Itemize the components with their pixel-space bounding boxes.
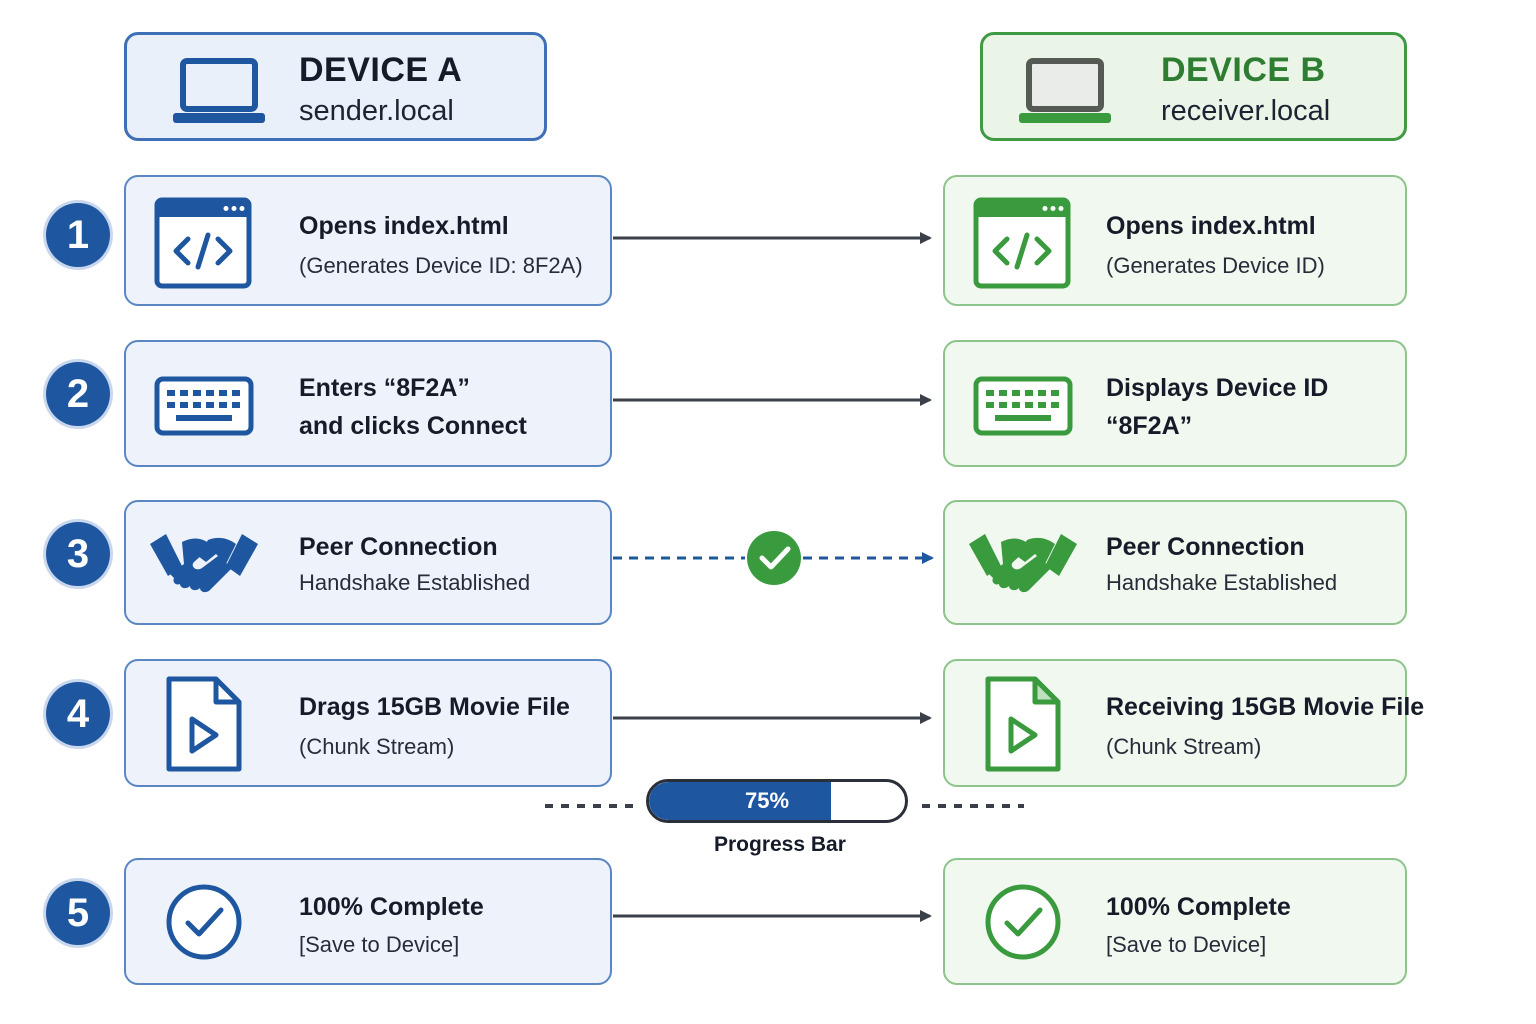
progress-bar-fill <box>649 782 831 820</box>
step-2-receiver-card: Displays Device ID “8F2A” <box>943 340 1407 467</box>
step-5-receiver-detail: [Save to Device] <box>1106 932 1267 957</box>
step-3-receiver-card: Peer Connection Handshake Established <box>943 500 1407 625</box>
video-file-icon <box>166 676 242 772</box>
step-3-receiver-title: Peer Connection <box>1106 533 1305 561</box>
device-b-title: DEVICE B <box>1161 51 1326 89</box>
step-number-3: 3 <box>46 522 110 586</box>
progress-value: 75% <box>744 788 790 813</box>
laptop-icon <box>1019 58 1111 123</box>
step-3-sender-title: Peer Connection <box>299 533 498 561</box>
progress-bar-label: Progress Bar <box>714 833 846 856</box>
step-5-sender-detail: [Save to Device] <box>299 932 460 957</box>
step-5-receiver-card: 100% Complete [Save to Device] <box>943 858 1407 985</box>
handshake-icon <box>969 534 1077 593</box>
device-a-host: sender.local <box>299 95 454 127</box>
step-number-1: 1 <box>46 203 110 267</box>
step-2-sender-line-2: and clicks Connect <box>299 412 527 440</box>
handshake-check-icon <box>747 531 801 585</box>
check-circle-icon <box>985 884 1061 960</box>
step-1-sender-detail: (Generates Device ID: 8F2A) <box>299 253 583 278</box>
step-1-sender-title: Opens index.html <box>299 212 509 240</box>
step-4-sender-card: Drags 15GB Movie File (Chunk Stream) <box>124 659 612 787</box>
step-4-receiver-detail: (Chunk Stream) <box>1106 734 1262 759</box>
device-a-header: DEVICE A sender.local <box>124 32 547 141</box>
device-b-host: receiver.local <box>1161 95 1331 127</box>
step-1-receiver-detail: (Generates Device ID) <box>1106 253 1325 278</box>
step-5-receiver-title: 100% Complete <box>1106 893 1291 921</box>
step-4-receiver-title: Receiving 15GB Movie File <box>1106 693 1425 721</box>
step-number-2: 2 <box>46 362 110 426</box>
step-number-4: 4 <box>46 682 110 746</box>
step-2-sender-line-1: Enters “8F2A” <box>299 374 470 402</box>
device-b-header: DEVICE B receiver.local <box>980 32 1407 141</box>
step-1-receiver-card: Opens index.html (Generates Device ID) <box>943 175 1407 306</box>
step-4-sender-detail: (Chunk Stream) <box>299 734 455 759</box>
video-file-icon <box>985 676 1061 772</box>
step-1-receiver-title: Opens index.html <box>1106 212 1316 240</box>
progress-bar: 75% <box>646 779 908 823</box>
step-3-sender-card: Peer Connection Handshake Established <box>124 500 612 625</box>
step-3-receiver-detail: Handshake Established <box>1106 570 1338 595</box>
step-2-receiver-line-1: Displays Device ID <box>1106 374 1329 402</box>
step-number-5: 5 <box>46 881 110 945</box>
step-2-receiver-line-2: “8F2A” <box>1106 412 1193 440</box>
device-a-title: DEVICE A <box>299 51 463 89</box>
step-2-sender-card: Enters “8F2A” and clicks Connect <box>124 340 612 467</box>
step-4-receiver-card: Receiving 15GB Movie File (Chunk Stream) <box>943 659 1424 787</box>
keyboard-icon <box>973 376 1073 436</box>
laptop-icon <box>173 58 265 123</box>
code-window-icon <box>973 197 1071 289</box>
step-4-sender-title: Drags 15GB Movie File <box>299 693 570 721</box>
check-circle-icon <box>166 884 242 960</box>
code-window-icon <box>154 197 252 289</box>
keyboard-icon <box>154 376 254 436</box>
handshake-icon <box>150 534 258 593</box>
step-3-sender-detail: Handshake Established <box>299 570 531 595</box>
step-5-sender-card: 100% Complete [Save to Device] <box>124 858 612 985</box>
step-5-sender-title: 100% Complete <box>299 893 484 921</box>
step-1-sender-card: Opens index.html (Generates Device ID: 8… <box>124 175 612 306</box>
